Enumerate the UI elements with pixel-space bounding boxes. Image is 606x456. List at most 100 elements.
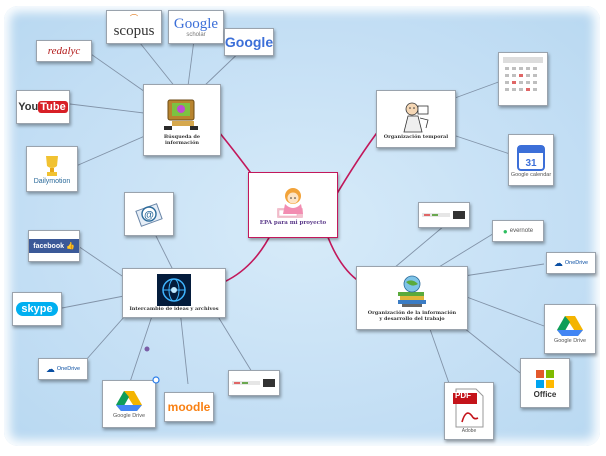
youtube-you: You [18,101,39,113]
link-facebook [77,245,129,281]
email-at-icon: @ [135,203,163,227]
topic-organizacion-label-2: y desarrollo del trabajo [379,316,445,322]
pdf-file-icon [453,388,484,428]
youtube-node[interactable]: You Tube [16,90,70,124]
topic-temporal-label: Organización temporal [383,134,449,140]
link-dailymotion [75,131,155,167]
dailymotion-logo: Dailymotion [33,177,71,185]
office-label: Office [533,389,557,399]
center-label: EPA para mi proyecto [259,220,327,226]
connector-dot [144,346,150,352]
evernote-label: evernote [509,228,534,234]
notes-right-node[interactable] [418,202,470,228]
google-logo: Google [224,34,274,50]
scopus-node[interactable]: ⌒ scopus [106,10,162,44]
branch-organizacion [325,231,361,283]
branch-intercambio [223,231,273,283]
notes-left-node[interactable] [228,370,280,396]
student-illustration [277,188,303,218]
scholar-sublabel: scholar [186,31,206,38]
pdf-adobe-node[interactable]: PDF Adobe [444,382,494,440]
link-scopus [135,37,177,89]
google-calendar-node[interactable]: 31 Google calendar [508,134,554,186]
onedrive-left-node[interactable]: ☁ OneDrive [38,358,88,380]
google-calendar-label: Google calendar [510,172,552,178]
topic-busqueda-label-2: información [164,140,200,146]
selection-handle-icon[interactable] [152,376,160,384]
scopus-logo: scopus [113,22,155,39]
onedrive-left-label: OneDrive [56,366,81,372]
adobe-label: Adobe [461,428,477,434]
google-drive-icon-right [557,316,583,336]
computer-character-illustration [164,99,198,130]
google-drive-left-label: Google Drive [112,413,146,419]
notes-app-icon-right [422,211,465,219]
topic-organizacion[interactable]: Organización de la información y desarro… [356,266,468,330]
email-node[interactable]: @ [124,192,174,236]
topic-busqueda-label-1: Búsqueda de [163,134,201,140]
link-notes-right [393,225,445,269]
mind-map-canvas: EPA para mi proyecto Búsqueda de informa… [4,6,600,446]
office-icon [536,369,554,388]
link-evernote [433,231,497,271]
link-onedrive-right [463,263,545,277]
topic-temporal[interactable]: Organización temporal [376,90,456,148]
dailymotion-trophy-icon [46,155,58,176]
calendar-grid-icon [503,57,543,91]
redalyc-node[interactable]: redalyc [36,40,92,62]
evernote-elephant-icon: ● [502,226,508,236]
pdf-label: PDF [455,391,471,400]
network-globe-illustration [157,274,191,306]
evernote-logo: ● evernote [503,227,533,236]
google-node[interactable]: Google [224,28,274,56]
onedrive-left-logo: ☁ OneDrive [46,364,80,375]
facebook-label: facebook [33,242,64,250]
center-node[interactable]: EPA para mi proyecto [248,172,338,238]
topic-intercambio[interactable]: Intercambio de ideas y archivos [122,268,226,318]
topic-intercambio-label: Intercambio de ideas y archivos [129,306,219,312]
busy-person-illustration [403,102,429,133]
calendar-grid-node[interactable] [498,52,548,106]
onedrive-right-logo: ☁ OneDrive [554,258,588,269]
link-gdrive-left [129,309,155,383]
skype-logo: skype [16,302,58,316]
svg-text:@: @ [144,210,154,221]
thumbs-up-icon: 👍 [66,243,75,250]
google-drive-right-node[interactable]: Google Drive [544,304,596,354]
moodle-node[interactable]: moodle [164,392,214,422]
books-globe-illustration [398,275,426,307]
google-drive-right-label: Google Drive [553,338,587,344]
moodle-logo: moodle [167,400,211,414]
cloud-icon: ☁ [45,363,55,374]
topic-busqueda[interactable]: Búsqueda de información [143,84,221,156]
facebook-node[interactable]: facebook 👍 [28,230,80,262]
topic-organizacion-label-1: Organización de la información [367,310,457,316]
link-youtube [69,103,153,115]
cloud-icon-right: ☁ [553,257,563,268]
youtube-tube: Tube [38,101,68,113]
branch-temporal [331,125,383,203]
scopus-arc-icon: ⌒ [130,13,138,23]
notes-app-icon [232,379,275,387]
google-scholar-node[interactable]: Google scholar [168,10,224,44]
google-calendar-icon: 31 [517,145,545,171]
youtube-logo: You Tube [18,101,68,113]
onedrive-right-label: OneDrive [564,260,589,266]
google-drive-icon [116,391,142,411]
link-notes-left [213,309,253,373]
onedrive-right-node[interactable]: ☁ OneDrive [546,252,596,274]
google-drive-left-node[interactable]: Google Drive [102,380,156,428]
facebook-logo: facebook 👍 [29,239,79,253]
dailymotion-node[interactable]: Dailymotion [26,146,78,192]
evernote-node[interactable]: ● evernote [492,220,544,242]
google-scholar-logo: Google [173,15,219,32]
redalyc-logo: redalyc [47,45,81,57]
skype-node[interactable]: skype [12,292,62,326]
office-node[interactable]: Office [520,358,570,408]
link-gdrive-right [463,295,545,327]
link-skype [61,295,125,309]
link-moodle [179,309,189,385]
link-email [153,231,175,273]
svg-text:31: 31 [525,158,537,169]
link-scholar [187,39,195,87]
